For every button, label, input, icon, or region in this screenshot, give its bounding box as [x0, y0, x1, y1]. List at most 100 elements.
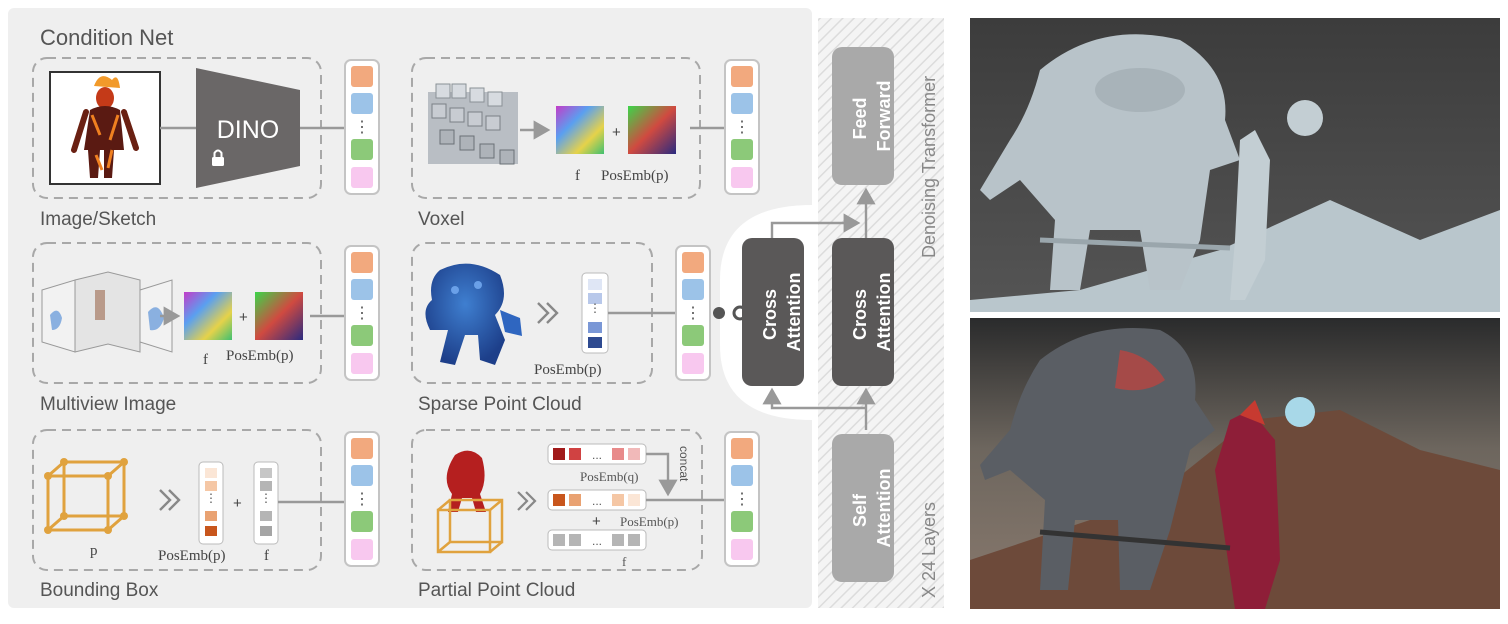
multiview-label: Multiview Image	[40, 394, 176, 415]
sparse-posemb-label: PosEmb(p)	[534, 362, 602, 378]
token-cell	[351, 465, 373, 486]
token-ellipsis: ⋮	[354, 491, 370, 508]
token-cell	[731, 93, 753, 114]
sparse-pc-panel: ⋮ PosEmb(p) Sparse Point Cloud	[411, 242, 675, 415]
token-cell	[351, 325, 373, 346]
chevron-right-icon	[159, 489, 181, 511]
posemb-q-label: PosEmb(q)	[580, 469, 639, 484]
self-attention	[832, 434, 894, 582]
svg-text:Feed Forward: Feed Forward	[850, 80, 894, 151]
chevron-right-icon	[537, 302, 559, 324]
voxel-f-label: f	[575, 168, 580, 184]
partial-plus: +	[592, 513, 601, 530]
token-cell	[682, 325, 704, 346]
partial-point-cloud-image	[436, 450, 504, 554]
token-stack: ⋮	[675, 245, 711, 381]
token-cell	[351, 252, 373, 273]
merge-dot	[713, 307, 725, 319]
chevron-right-icon	[517, 491, 537, 511]
token-cell	[351, 93, 373, 114]
token-cell	[731, 438, 753, 459]
token-stack: ⋮	[344, 431, 380, 567]
token-cell	[731, 465, 753, 486]
ellipsis-text: ...	[592, 448, 602, 462]
multiview-panel: + f PosEmb(p) Multiview Image	[32, 242, 345, 415]
svg-text:⋮: ⋮	[260, 491, 272, 505]
token-cell	[731, 139, 753, 160]
untextured-render	[970, 18, 1500, 312]
ellipsis-text: ...	[592, 494, 602, 508]
feed-forward-line1: Feed	[850, 98, 870, 140]
token-ellipsis: ⋮	[354, 305, 370, 322]
token-cell	[351, 279, 373, 300]
sparse-pc-label: Sparse Point Cloud	[418, 394, 582, 415]
denoising-transformer-label: Denoising Transformer	[919, 76, 939, 258]
partial-pc-panel: ... PosEmb(q) concat ... + PosEmb(p) ...…	[411, 429, 725, 601]
cross-attention-2-line2: Attention	[874, 273, 894, 352]
cross-attention-1-line2: Attention	[784, 273, 804, 352]
token-ellipsis: ⋮	[354, 119, 370, 136]
svg-text:Cross Attention: Cross Attention	[850, 273, 894, 352]
token-stack: ⋮	[724, 59, 760, 195]
self-attention-line1: Self	[850, 493, 870, 527]
fire-character-image	[71, 76, 139, 178]
multiview-posemb-cube	[255, 292, 303, 340]
bbox-label: Bounding Box	[40, 580, 159, 601]
image-sketch-label: Image/Sketch	[40, 209, 156, 230]
svg-text:Cross Attention: Cross Attention	[760, 273, 804, 352]
token-ellipsis: ⋮	[685, 305, 701, 322]
bbox-plus: +	[233, 495, 242, 512]
token-cell	[351, 353, 373, 374]
token-cell	[731, 167, 753, 188]
token-cell	[351, 438, 373, 459]
posemb-p-label: PosEmb(p)	[620, 514, 679, 529]
bbox-panel: p ⋮ + ⋮ PosEmb(p) f Bounding Box	[32, 429, 345, 601]
token-cell	[731, 539, 753, 560]
sparse-point-cloud-image	[425, 263, 522, 365]
voxel-panel: + f PosEmb(p) Voxel	[411, 57, 725, 230]
token-cell	[351, 539, 373, 560]
bbox-f-label: f	[264, 548, 269, 564]
token-stack: ⋮	[724, 431, 760, 567]
token-cell	[351, 66, 373, 87]
svg-text:⋮: ⋮	[589, 301, 601, 315]
token-cell	[351, 167, 373, 188]
feed-forward-line2: Forward	[874, 80, 894, 151]
token-cell	[682, 353, 704, 374]
svg-text:Self Attention: Self Attention	[850, 469, 894, 548]
multiview-images	[41, 271, 173, 353]
self-attention-line2: Attention	[874, 469, 894, 548]
token-stacks: ⋮ ⋮ ⋮ ⋮ ⋮ ⋮	[344, 59, 760, 567]
voxel-label: Voxel	[418, 209, 464, 230]
token-stack: ⋮	[344, 59, 380, 195]
token-stack: ⋮	[344, 245, 380, 381]
bbox-p-label: p	[90, 543, 98, 559]
dino-label: DINO	[217, 116, 280, 144]
textured-render	[970, 318, 1500, 609]
voxel-posemb-label: PosEmb(p)	[601, 168, 669, 184]
svg-text:⋮: ⋮	[205, 491, 217, 505]
token-cell	[351, 511, 373, 532]
partial-pc-label: Partial Point Cloud	[418, 580, 575, 601]
image-sketch-panel: DINO Image/Sketch	[32, 57, 345, 230]
condition-net-title: Condition Net	[40, 25, 173, 50]
token-cell	[682, 279, 704, 300]
feed-forward	[832, 47, 894, 185]
cross-attention-1	[742, 238, 804, 386]
token-ellipsis: ⋮	[734, 491, 750, 508]
token-cell	[731, 511, 753, 532]
cross-attention-2-line1: Cross	[850, 289, 870, 340]
token-cell	[731, 66, 753, 87]
cross-attention-2	[832, 238, 894, 386]
token-cell	[682, 252, 704, 273]
cross-attention-1-line1: Cross	[760, 289, 780, 340]
voxel-grid-image	[428, 83, 518, 165]
voxel-posemb-cube	[628, 106, 676, 154]
layers-label: X 24 Layers	[919, 502, 939, 598]
voxel-feature-cube	[556, 106, 604, 154]
partial-f-label: f	[622, 554, 627, 569]
token-ellipsis: ⋮	[734, 119, 750, 136]
multiview-feature-cube	[184, 292, 232, 340]
